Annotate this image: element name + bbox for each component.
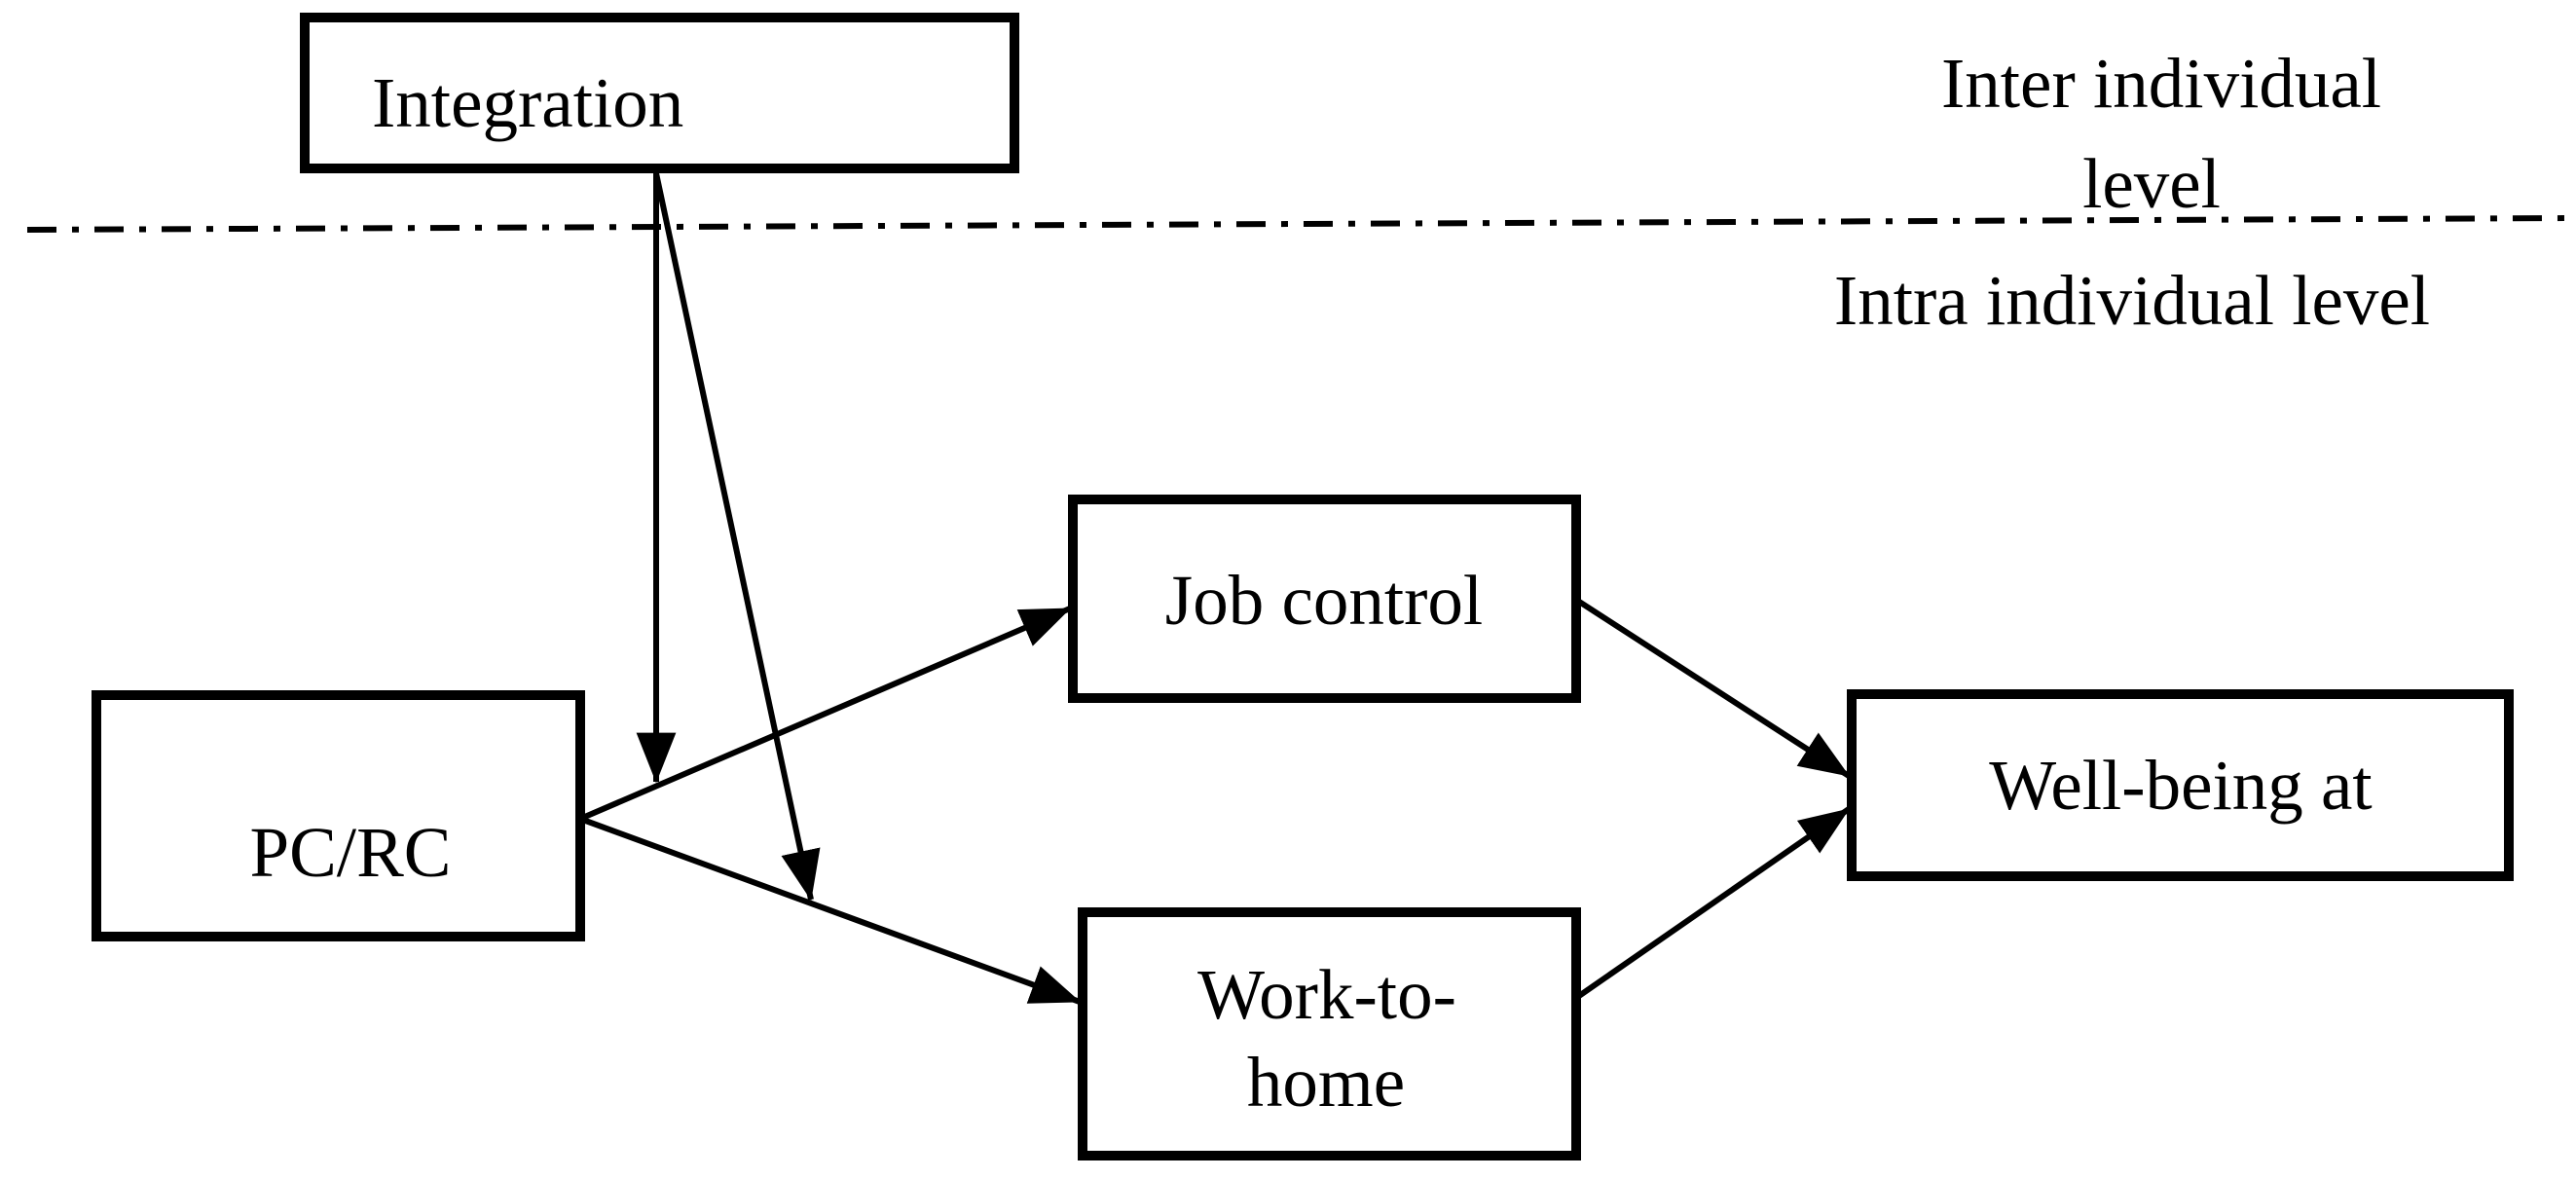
edge-integration-to-pcrc-worktohome-path — [653, 172, 821, 902]
well-being-box — [1847, 689, 2514, 881]
edge-worktohome-to-wellbeing — [1574, 806, 1851, 1001]
edge-pcrc-to-jobcontrol — [578, 606, 1072, 822]
work-to-home-label-line2: home — [1247, 1043, 1405, 1122]
job-control-label: Job control — [1165, 561, 1483, 640]
node-pc-rc: PC/RC — [92, 690, 585, 941]
pc-rc-box — [92, 690, 585, 941]
inter-individual-level-label-line1: Inter individual — [1941, 44, 2381, 123]
edge-jobcontrol-to-wellbeing — [1574, 597, 1851, 779]
node-integration: Integration — [300, 13, 1019, 173]
level-separator-dashdot-line — [26, 215, 2573, 233]
job-control-box — [1068, 495, 1581, 703]
integration-label: Integration — [372, 63, 683, 142]
inter-individual-level-label-line2: level — [2082, 144, 2221, 223]
well-being-label: Well-being at — [1989, 746, 2372, 825]
node-work-to-home: Work-to- home — [1078, 907, 1581, 1161]
intra-individual-level-label: Intra individual level — [1834, 261, 2430, 340]
node-job-control: Job control — [1068, 495, 1581, 703]
work-to-home-label-line1: Work-to- — [1197, 955, 1456, 1034]
work-to-home-box — [1078, 907, 1581, 1161]
pc-rc-label: PC/RC — [250, 813, 452, 892]
node-well-being: Well-being at — [1847, 689, 2514, 881]
integration-box — [300, 13, 1019, 173]
edge-pcrc-to-worktohome — [578, 816, 1082, 1005]
